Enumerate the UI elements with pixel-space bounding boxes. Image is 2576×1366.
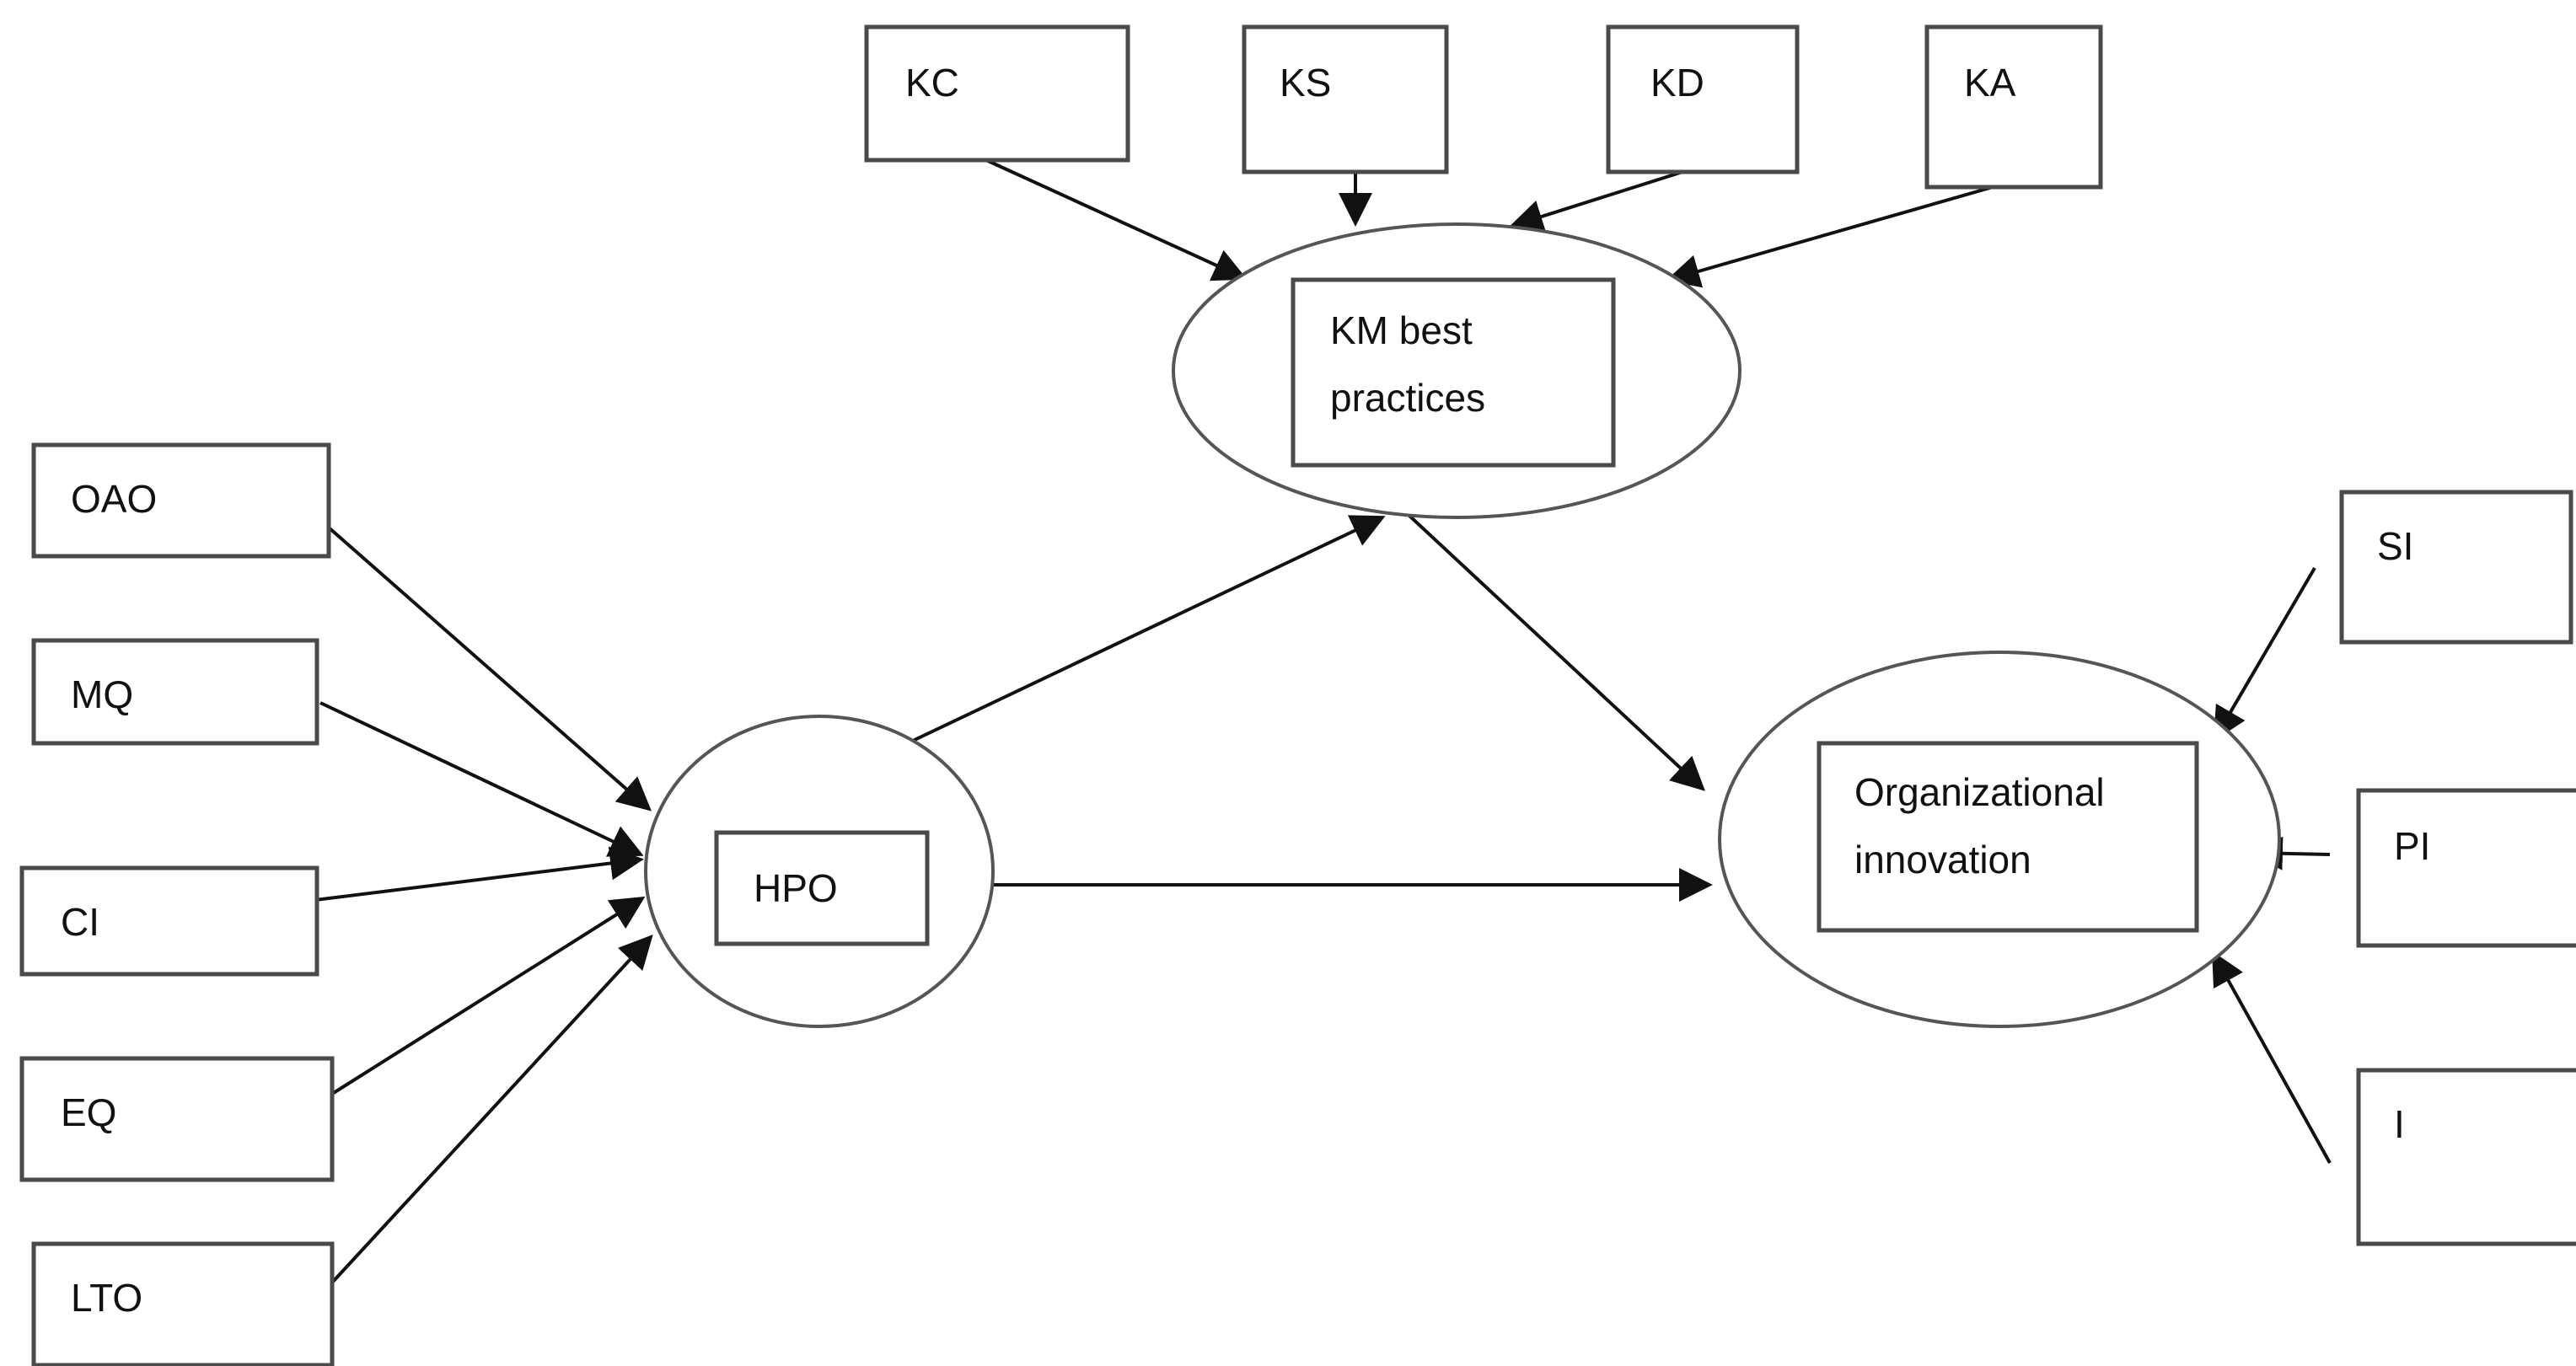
km-inner-box bbox=[1291, 277, 1616, 468]
node-hpo: HPO bbox=[644, 715, 995, 1028]
edge-ci-to-hpo bbox=[314, 846, 644, 902]
eq-label: EQ bbox=[61, 1090, 116, 1134]
edge-kd-to-km bbox=[1509, 170, 1683, 233]
edge-km-to-oi bbox=[1408, 514, 1705, 791]
edge-hpo-to-km bbox=[896, 515, 1386, 750]
edge-kc-to-km bbox=[985, 158, 1248, 281]
node-organizational-innovation: Organizational innovation bbox=[1718, 651, 2281, 1028]
node-i: I bbox=[2356, 1068, 2576, 1246]
oao-label: OAO bbox=[71, 477, 157, 521]
node-ks: KS bbox=[1242, 24, 1449, 174]
mq-label: MQ bbox=[71, 672, 133, 716]
kc-box bbox=[864, 24, 1130, 163]
node-oao: OAO bbox=[31, 442, 331, 559]
km-label-line1: KM best bbox=[1330, 308, 1473, 352]
edge-eq-to-hpo bbox=[330, 896, 646, 1095]
ks-box bbox=[1242, 24, 1449, 174]
kd-box bbox=[1606, 24, 1800, 174]
ci-box bbox=[19, 865, 319, 977]
node-si: SI bbox=[2339, 490, 2573, 645]
eq-box bbox=[19, 1056, 335, 1182]
edge-mq-to-hpo bbox=[319, 701, 644, 857]
hpo-label: HPO bbox=[754, 866, 838, 910]
node-km-best-practices: KM best practices bbox=[1172, 222, 1741, 519]
oao-box bbox=[31, 442, 331, 559]
node-pi: PI bbox=[2356, 788, 2576, 948]
oi-inner-box bbox=[1817, 741, 2199, 933]
edge-i-to-oi bbox=[2212, 951, 2332, 1164]
i-box bbox=[2356, 1068, 2576, 1246]
mq-box bbox=[31, 638, 319, 746]
ks-label: KS bbox=[1280, 61, 1331, 104]
edge-ka-to-km bbox=[1666, 185, 1994, 288]
edge-si-to-oi bbox=[2213, 566, 2316, 742]
pi-box bbox=[2356, 788, 2576, 948]
kc-label: KC bbox=[905, 61, 959, 104]
si-label: SI bbox=[2377, 524, 2413, 568]
lto-label: LTO bbox=[71, 1276, 142, 1320]
node-mq: MQ bbox=[31, 638, 319, 746]
lto-box bbox=[31, 1241, 335, 1366]
hpo-inner-box bbox=[714, 830, 930, 946]
node-ka: KA bbox=[1924, 24, 2103, 190]
ka-box bbox=[1924, 24, 2103, 190]
i-label: I bbox=[2394, 1102, 2405, 1146]
node-ci: CI bbox=[19, 865, 319, 977]
oi-label-line2: innovation bbox=[1854, 838, 2031, 881]
oi-label-line1: Organizational bbox=[1854, 770, 2105, 814]
km-label-line2: practices bbox=[1330, 376, 1485, 420]
node-kd: KD bbox=[1606, 24, 1800, 174]
ci-label: CI bbox=[61, 900, 99, 944]
pi-label: PI bbox=[2394, 824, 2430, 868]
ka-label: KA bbox=[1964, 61, 2016, 104]
edge-lto-to-hpo bbox=[330, 935, 653, 1284]
node-lto: LTO bbox=[31, 1241, 335, 1366]
edge-oao-to-hpo bbox=[314, 514, 652, 812]
node-kc: KC bbox=[864, 24, 1130, 163]
si-box bbox=[2339, 490, 2573, 645]
kd-label: KD bbox=[1650, 61, 1704, 104]
node-eq: EQ bbox=[19, 1056, 335, 1182]
